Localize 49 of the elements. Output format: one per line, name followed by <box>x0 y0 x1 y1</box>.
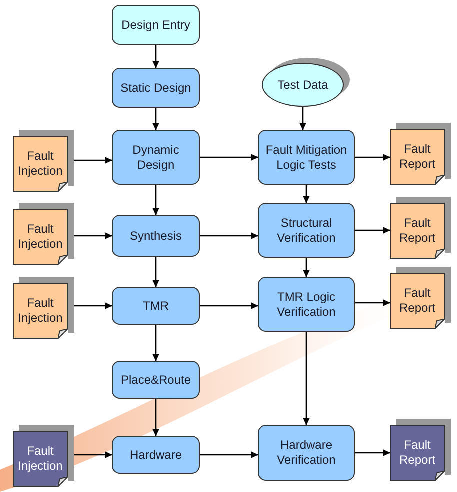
arrow <box>200 232 258 240</box>
arrow <box>355 300 390 306</box>
node-label: Hardware <box>128 448 184 462</box>
arrow <box>152 185 160 216</box>
node-label: Fault Injection <box>17 149 64 179</box>
arrow <box>152 399 160 436</box>
process-box <box>112 130 200 185</box>
node-label: Static Design <box>120 80 192 96</box>
node-label: TMR Logic Verification <box>276 290 337 320</box>
process-box <box>112 68 200 108</box>
node-label: Fault Report <box>398 286 437 316</box>
node-label: TMR <box>142 298 170 314</box>
arrow <box>355 227 390 234</box>
node-label: Fault Injection <box>17 296 64 326</box>
node-label: Fault Injection <box>17 222 64 252</box>
process-box <box>258 203 355 258</box>
node-label: Structural Verification <box>276 216 337 246</box>
process-box <box>258 130 355 185</box>
arrow <box>152 45 160 68</box>
node-label: Design Entry <box>120 18 192 32</box>
arrow <box>355 450 390 456</box>
node-label: Fault Report <box>398 216 437 246</box>
process-box <box>112 361 200 399</box>
node-label: Fault Injection <box>17 444 64 474</box>
node-label: Dynamic Design <box>132 142 180 172</box>
arrow <box>152 108 160 130</box>
arrow <box>152 325 160 362</box>
arrow <box>303 258 310 278</box>
process-box <box>258 277 355 332</box>
process-box <box>112 287 200 325</box>
arrow <box>355 154 390 161</box>
start-box <box>112 5 200 45</box>
process-box <box>258 425 355 481</box>
arrow <box>200 302 258 310</box>
arrow <box>303 332 310 426</box>
node-label: Place&Route <box>120 372 192 388</box>
node-label: Synthesis <box>128 228 184 244</box>
node-label: Fault Mitigation Logic Tests <box>264 142 348 172</box>
node-label: Hardware Verification <box>276 438 337 468</box>
arrow <box>152 257 160 288</box>
arrow <box>200 154 258 161</box>
process-box <box>112 215 200 257</box>
process-box <box>112 436 200 474</box>
arrow <box>200 452 258 458</box>
node-label: Fault Report <box>398 142 437 172</box>
arrow <box>300 107 306 130</box>
arrow <box>303 185 310 204</box>
node-label: Fault Report <box>398 438 437 468</box>
node-label: Test Data <box>276 78 330 92</box>
